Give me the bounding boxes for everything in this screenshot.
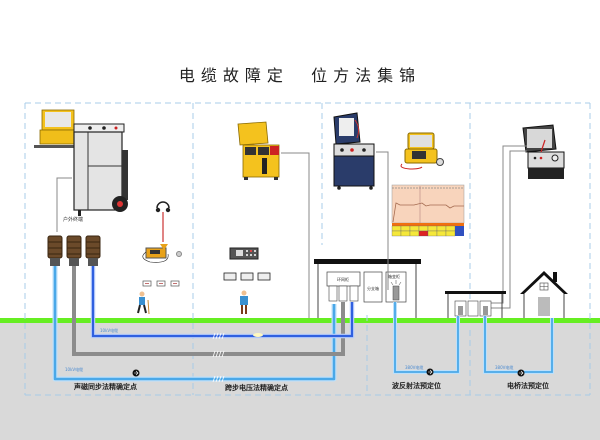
section-dividers bbox=[24, 102, 591, 396]
outdoor-terminal-label: 户外终端 bbox=[63, 217, 84, 223]
outdoor-terminals bbox=[47, 235, 101, 266]
cabinet-a-label: 分支箱 bbox=[367, 286, 379, 291]
cable-break-marks bbox=[212, 332, 225, 383]
yellow-case-tester bbox=[237, 121, 280, 180]
walking-operator-1 bbox=[137, 291, 150, 315]
cable-label: 380V电缆 bbox=[405, 365, 424, 370]
lead-wire bbox=[487, 150, 527, 309]
page-title: 电缆故障定 位方法集锦 bbox=[178, 66, 422, 85]
high-voltage-generator bbox=[73, 123, 128, 216]
probe-frames bbox=[223, 272, 271, 281]
cabinet-b-label: 箱变柜 bbox=[388, 274, 400, 279]
lead-wire bbox=[487, 145, 527, 304]
lead-wire bbox=[281, 152, 310, 318]
section-label-reflection: 波反射法预定位 bbox=[392, 382, 441, 390]
cable-label: 10kV电缆 bbox=[65, 367, 84, 372]
cable-gray bbox=[72, 266, 345, 356]
fault-point-icon bbox=[426, 368, 434, 376]
house-icon bbox=[520, 271, 568, 318]
waveform-display bbox=[391, 184, 465, 237]
section-label-step-voltage: 跨步电压法精确定点 bbox=[225, 384, 288, 392]
marker-flags-1 bbox=[142, 280, 180, 287]
fault-point-icon bbox=[517, 369, 525, 377]
cable-light-blue-outer bbox=[52, 266, 337, 382]
fault-point-icon bbox=[132, 369, 140, 377]
section-label-bridge: 电桥法预定位 bbox=[507, 382, 549, 390]
cable-label: 10kV电缆 bbox=[100, 328, 119, 333]
acoustic-receiver bbox=[142, 201, 182, 263]
bridge-tester bbox=[522, 124, 565, 179]
yellow-test-case bbox=[34, 109, 82, 148]
cable-fault-tester-cabinet bbox=[333, 112, 375, 190]
ring-main-unit bbox=[314, 259, 421, 318]
cable-blue-inner bbox=[90, 266, 355, 339]
step-voltage-receiver bbox=[229, 247, 259, 260]
walking-operator-2 bbox=[240, 290, 248, 314]
section-label-acoustic: 声磁同步法精确定点 bbox=[74, 383, 137, 391]
lead-wire bbox=[376, 151, 389, 290]
fault-point-glow bbox=[253, 333, 263, 337]
distribution-box bbox=[445, 291, 506, 318]
cable-label: 380V电缆 bbox=[495, 365, 514, 370]
tdr-tester bbox=[400, 132, 444, 170]
lead-wire bbox=[56, 177, 72, 232]
switch-cabinet-label: 环网柜 bbox=[337, 277, 349, 282]
ground-line bbox=[0, 318, 600, 323]
